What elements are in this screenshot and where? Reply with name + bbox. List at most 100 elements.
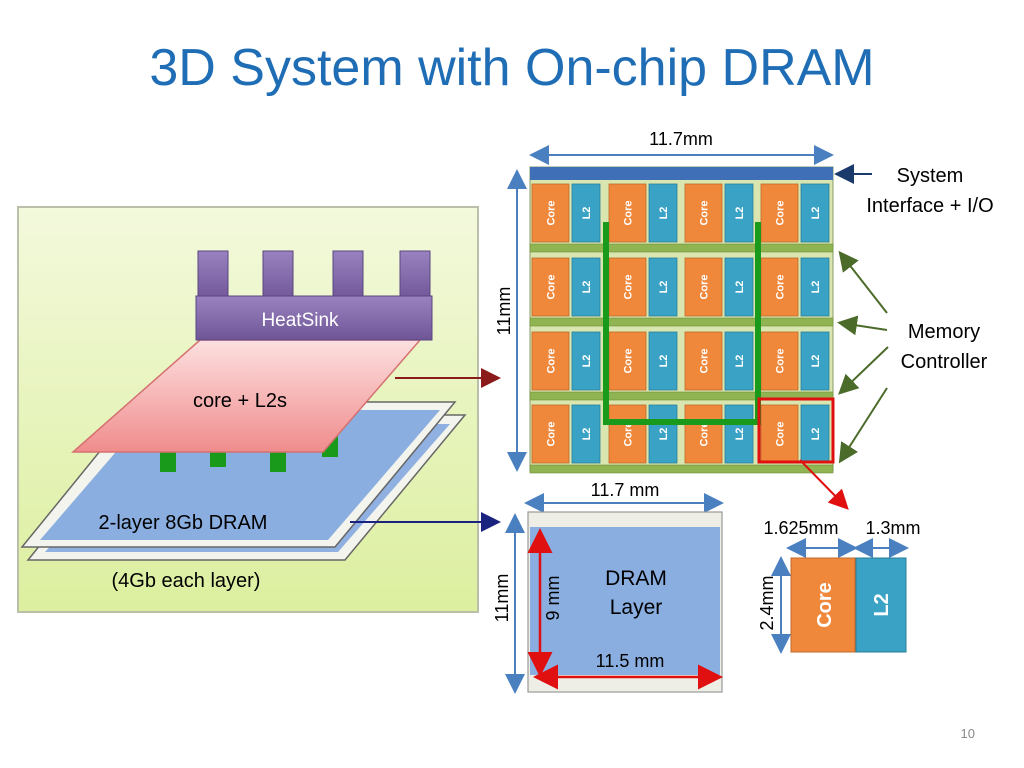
l2-cell <box>800 257 830 317</box>
core-cell <box>684 331 723 391</box>
core-cell-label: Core <box>699 200 711 225</box>
core-cell-label: Core <box>775 274 787 299</box>
l2-cell-label: L2 <box>734 428 746 441</box>
l2-cell-label: L2 <box>581 428 593 441</box>
core-cell <box>608 404 647 464</box>
dram-array <box>530 527 720 675</box>
dram-layer-label-1: DRAM <box>605 567 667 590</box>
heatsink-fin <box>332 250 364 302</box>
memory-controller-arrow <box>837 315 888 336</box>
dram-height-label: 11mm <box>492 574 512 623</box>
core-cell-label: Core <box>546 348 558 373</box>
memory-controller-label-1: Memory <box>908 321 980 343</box>
core-cell-label: Core <box>699 421 711 446</box>
page-number: 10 <box>960 726 975 741</box>
core-cell-label: Core <box>623 421 635 446</box>
l2-cell-label: L2 <box>810 355 822 368</box>
slide-title: 3D System with On-chip DRAM <box>149 39 875 97</box>
heatsink-base <box>195 295 433 341</box>
core-cell-label: Core <box>623 274 635 299</box>
l2-cell <box>571 404 601 464</box>
l2-cell-label: L2 <box>581 281 593 294</box>
core-cell <box>531 404 570 464</box>
l2-cell <box>800 183 830 243</box>
core-cell <box>760 257 799 317</box>
l2-cell <box>724 257 754 317</box>
core-cell-label: Core <box>546 421 558 446</box>
tile-core <box>790 557 856 653</box>
core-cell <box>760 183 799 243</box>
core-cell <box>531 183 570 243</box>
core-cell-label: Core <box>699 348 711 373</box>
tile-core-label: Core <box>814 582 836 628</box>
core-cell-label: Core <box>699 274 711 299</box>
core-cell-label: Core <box>775 421 787 446</box>
dram-inner-width-label: 11.5 mm <box>596 651 665 671</box>
l2-cell <box>648 183 678 243</box>
memory-controller-strip <box>529 391 834 401</box>
highlighted-tile <box>757 397 835 464</box>
memory-controller-arrow <box>838 387 888 464</box>
l2-cell <box>571 331 601 391</box>
tsv-pillar <box>160 450 176 472</box>
l2-cell-label: L2 <box>658 207 670 220</box>
l2-cell-label: L2 <box>658 281 670 294</box>
chip-width-label: 11.7mm <box>649 129 713 149</box>
chip-height-label: 11mm <box>494 287 514 336</box>
core-cell-label: Core <box>623 200 635 225</box>
l2-cell-label: L2 <box>734 355 746 368</box>
tsv-pillar <box>270 450 286 472</box>
l2-cell <box>648 257 678 317</box>
heatsink-fin <box>399 250 431 302</box>
core-cell <box>531 331 570 391</box>
l2-cell-label: L2 <box>810 428 822 441</box>
core-cell <box>684 183 723 243</box>
l2-cell <box>800 331 830 391</box>
l2-cell <box>648 331 678 391</box>
memory-controller-label-2: Controller <box>901 351 988 373</box>
l2-cell-label: L2 <box>810 281 822 294</box>
core-cell-label: Core <box>775 348 787 373</box>
heatsink-fin <box>262 250 294 302</box>
heatsink-fin <box>197 250 229 302</box>
l2-cell-label: L2 <box>810 207 822 220</box>
l2-cell <box>571 183 601 243</box>
dram-sub-label: (4Gb each layer) <box>112 570 261 592</box>
tile-zoom-arrow <box>799 459 849 510</box>
tile-l2-label: L2 <box>871 593 893 616</box>
memory-controller-strip <box>529 317 834 327</box>
l2-cell-label: L2 <box>581 207 593 220</box>
l2-cell <box>648 404 678 464</box>
memory-controller-strip <box>529 243 834 253</box>
tile-l2-width-label: 1.3mm <box>865 518 920 538</box>
l2-cell <box>724 404 754 464</box>
l2-cell-label: L2 <box>734 207 746 220</box>
tile-l2 <box>855 557 907 653</box>
system-io-bar <box>530 167 833 180</box>
dram-width-label: 11.7 mm <box>591 480 660 500</box>
system-io-label-1: System <box>897 165 964 187</box>
core-cell <box>608 257 647 317</box>
core-cell <box>531 257 570 317</box>
l2-cell-label: L2 <box>658 428 670 441</box>
l2-cell-label: L2 <box>734 281 746 294</box>
core-cell <box>608 183 647 243</box>
l2-cell-label: L2 <box>581 355 593 368</box>
core-cell <box>608 331 647 391</box>
memory-controller-strip <box>529 464 834 474</box>
core-layer-label: core + L2s <box>193 390 287 412</box>
l2-cell <box>724 331 754 391</box>
dram-inner-height-label: 9 mm <box>543 576 563 621</box>
core-cell-label: Core <box>546 274 558 299</box>
l2-cell <box>571 257 601 317</box>
l2-cell <box>724 183 754 243</box>
core-cell <box>684 404 723 464</box>
core-cell-label: Core <box>623 348 635 373</box>
dram-layer-label-2: Layer <box>610 596 663 619</box>
core-cell-label: Core <box>546 200 558 225</box>
dram-label: 2-layer 8Gb DRAM <box>99 512 268 534</box>
memory-controller-arrow <box>838 250 888 314</box>
system-io-label-2: Interface + I/O <box>866 195 993 217</box>
tile-height-label: 2.4mm <box>757 575 777 630</box>
